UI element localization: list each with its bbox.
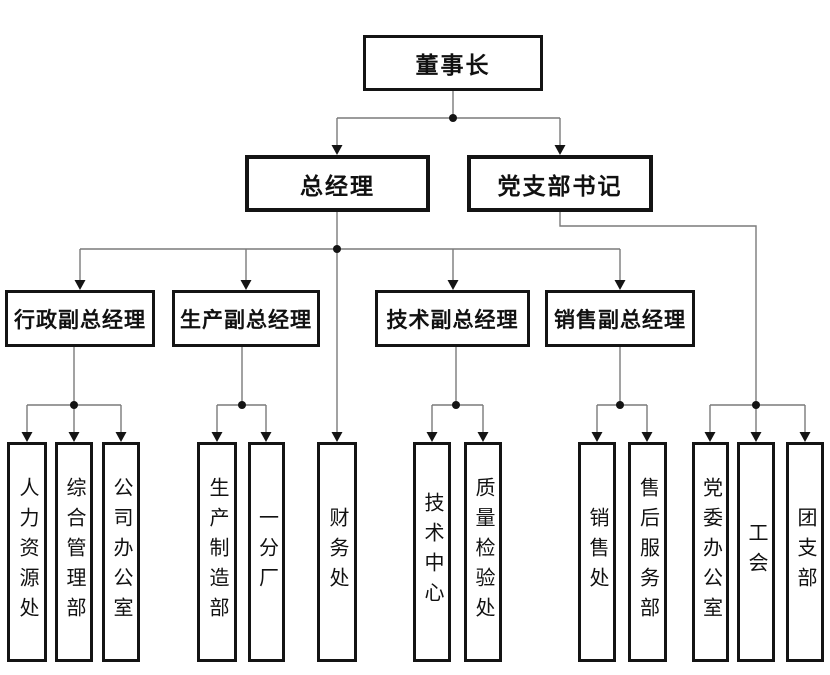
node-tech-center-label: 技术中心 xyxy=(421,492,443,612)
node-labor-union-label: 工会 xyxy=(745,522,767,582)
node-no1-branch-factory: 一分厂 xyxy=(248,442,285,662)
node-general-mgmt-dept: 综合管理部 xyxy=(55,442,93,662)
node-finance-dept: 财务处 xyxy=(317,442,357,662)
node-party-committee-office-label: 党委办公室 xyxy=(699,477,722,627)
node-after-sales-service-dept: 售后服务部 xyxy=(628,442,667,662)
node-technical-deputy-gm: 技术副总经理 xyxy=(375,290,530,347)
node-youth-league-branch-label: 团支部 xyxy=(794,507,816,597)
junction-dots xyxy=(70,114,760,409)
node-company-office-label: 公司办公室 xyxy=(110,477,132,627)
node-production-mfg-dept: 生产制造部 xyxy=(197,442,237,662)
node-production-mfg-dept-label: 生产制造部 xyxy=(206,477,228,627)
node-sales-dept-label: 销售处 xyxy=(586,507,608,597)
node-sales-dept: 销售处 xyxy=(578,442,616,662)
node-party-committee-office: 党委办公室 xyxy=(692,442,729,662)
connector-paths xyxy=(26,91,806,437)
node-youth-league-branch: 团支部 xyxy=(786,442,824,662)
node-quality-inspection-dept-label: 质量检验处 xyxy=(472,477,494,627)
node-labor-union: 工会 xyxy=(737,442,775,662)
node-finance-dept-label: 财务处 xyxy=(326,507,348,597)
node-party-branch-secretary: 党支部书记 xyxy=(467,155,653,212)
node-no1-branch-factory-label: 一分厂 xyxy=(255,507,278,597)
node-hr-dept-label: 人力资源处 xyxy=(16,477,38,627)
node-chairman: 董事长 xyxy=(363,35,543,91)
node-sales-deputy-gm: 销售副总经理 xyxy=(545,290,695,347)
node-general-mgmt-dept-label: 综合管理部 xyxy=(63,477,85,627)
node-production-deputy-gm: 生产副总经理 xyxy=(172,290,320,347)
node-hr-dept: 人力资源处 xyxy=(7,442,47,662)
node-general-manager: 总经理 xyxy=(245,155,430,212)
node-tech-center: 技术中心 xyxy=(413,442,451,662)
node-company-office: 公司办公室 xyxy=(102,442,140,662)
node-admin-deputy-gm: 行政副总经理 xyxy=(5,290,155,347)
node-after-sales-service-dept-label: 售后服务部 xyxy=(636,477,659,627)
node-quality-inspection-dept: 质量检验处 xyxy=(464,442,502,662)
